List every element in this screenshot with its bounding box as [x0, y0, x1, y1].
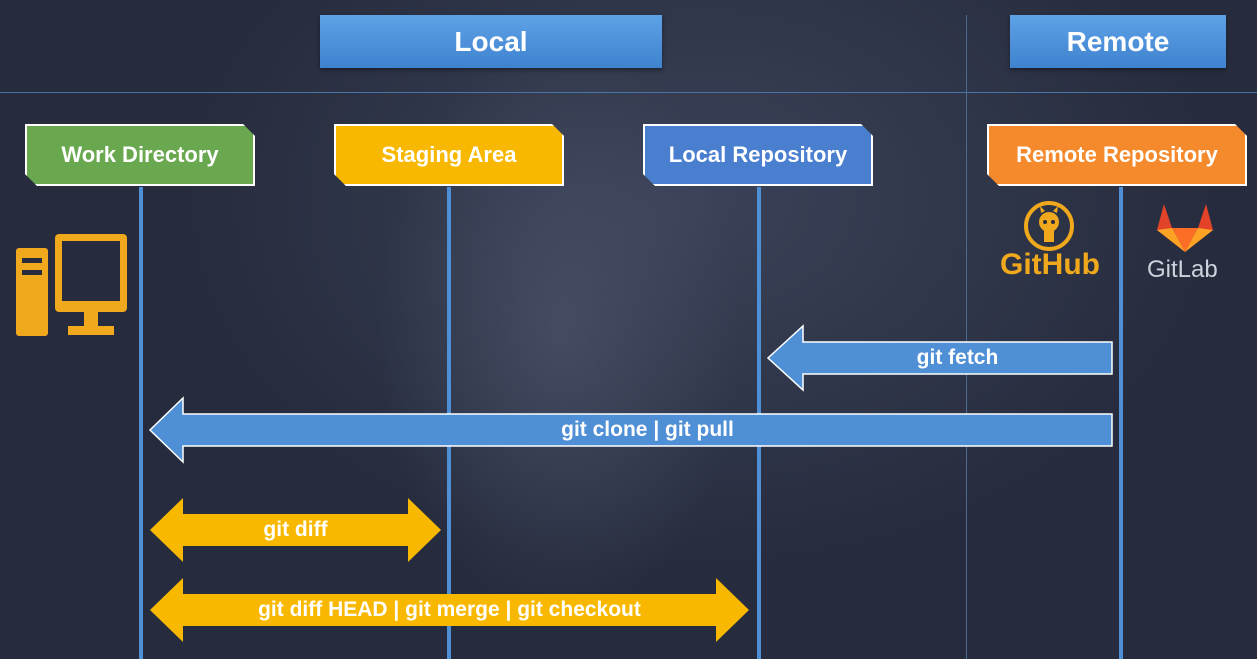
git-fetch-label: git fetch [916, 346, 999, 369]
gitlab-fox-icon [1157, 204, 1213, 252]
remote-repository-box: Remote Repository [987, 124, 1247, 186]
git-diff-label: git diff [263, 518, 328, 541]
git-diff-arrow [150, 498, 441, 562]
local-repository-box: Local Repository [643, 124, 873, 186]
github-logo-text: GitHub [1000, 248, 1100, 281]
local-header: Local [320, 15, 662, 68]
git-clone-pull-arrow [148, 396, 1113, 464]
remote-repository-lifeline [1119, 187, 1123, 659]
git-clone-pull-label: git clone | git pull [561, 418, 734, 441]
git-diff-head-merge-checkout-arrow [150, 578, 749, 642]
git-fetch-arrow [766, 324, 1113, 392]
local-remote-divider [966, 15, 967, 659]
computer-icon [16, 234, 127, 336]
work-directory-box: Work Directory [25, 124, 255, 186]
git-diff-head-merge-checkout-label: git diff HEAD | git merge | git checkout [258, 598, 641, 621]
github-octocat-icon [1024, 201, 1074, 251]
gitlab-logo-text: GitLab [1147, 256, 1218, 283]
header-divider [0, 92, 1257, 93]
work-directory-lifeline [139, 187, 143, 659]
staging-area-box: Staging Area [334, 124, 564, 186]
remote-header: Remote [1010, 15, 1226, 68]
